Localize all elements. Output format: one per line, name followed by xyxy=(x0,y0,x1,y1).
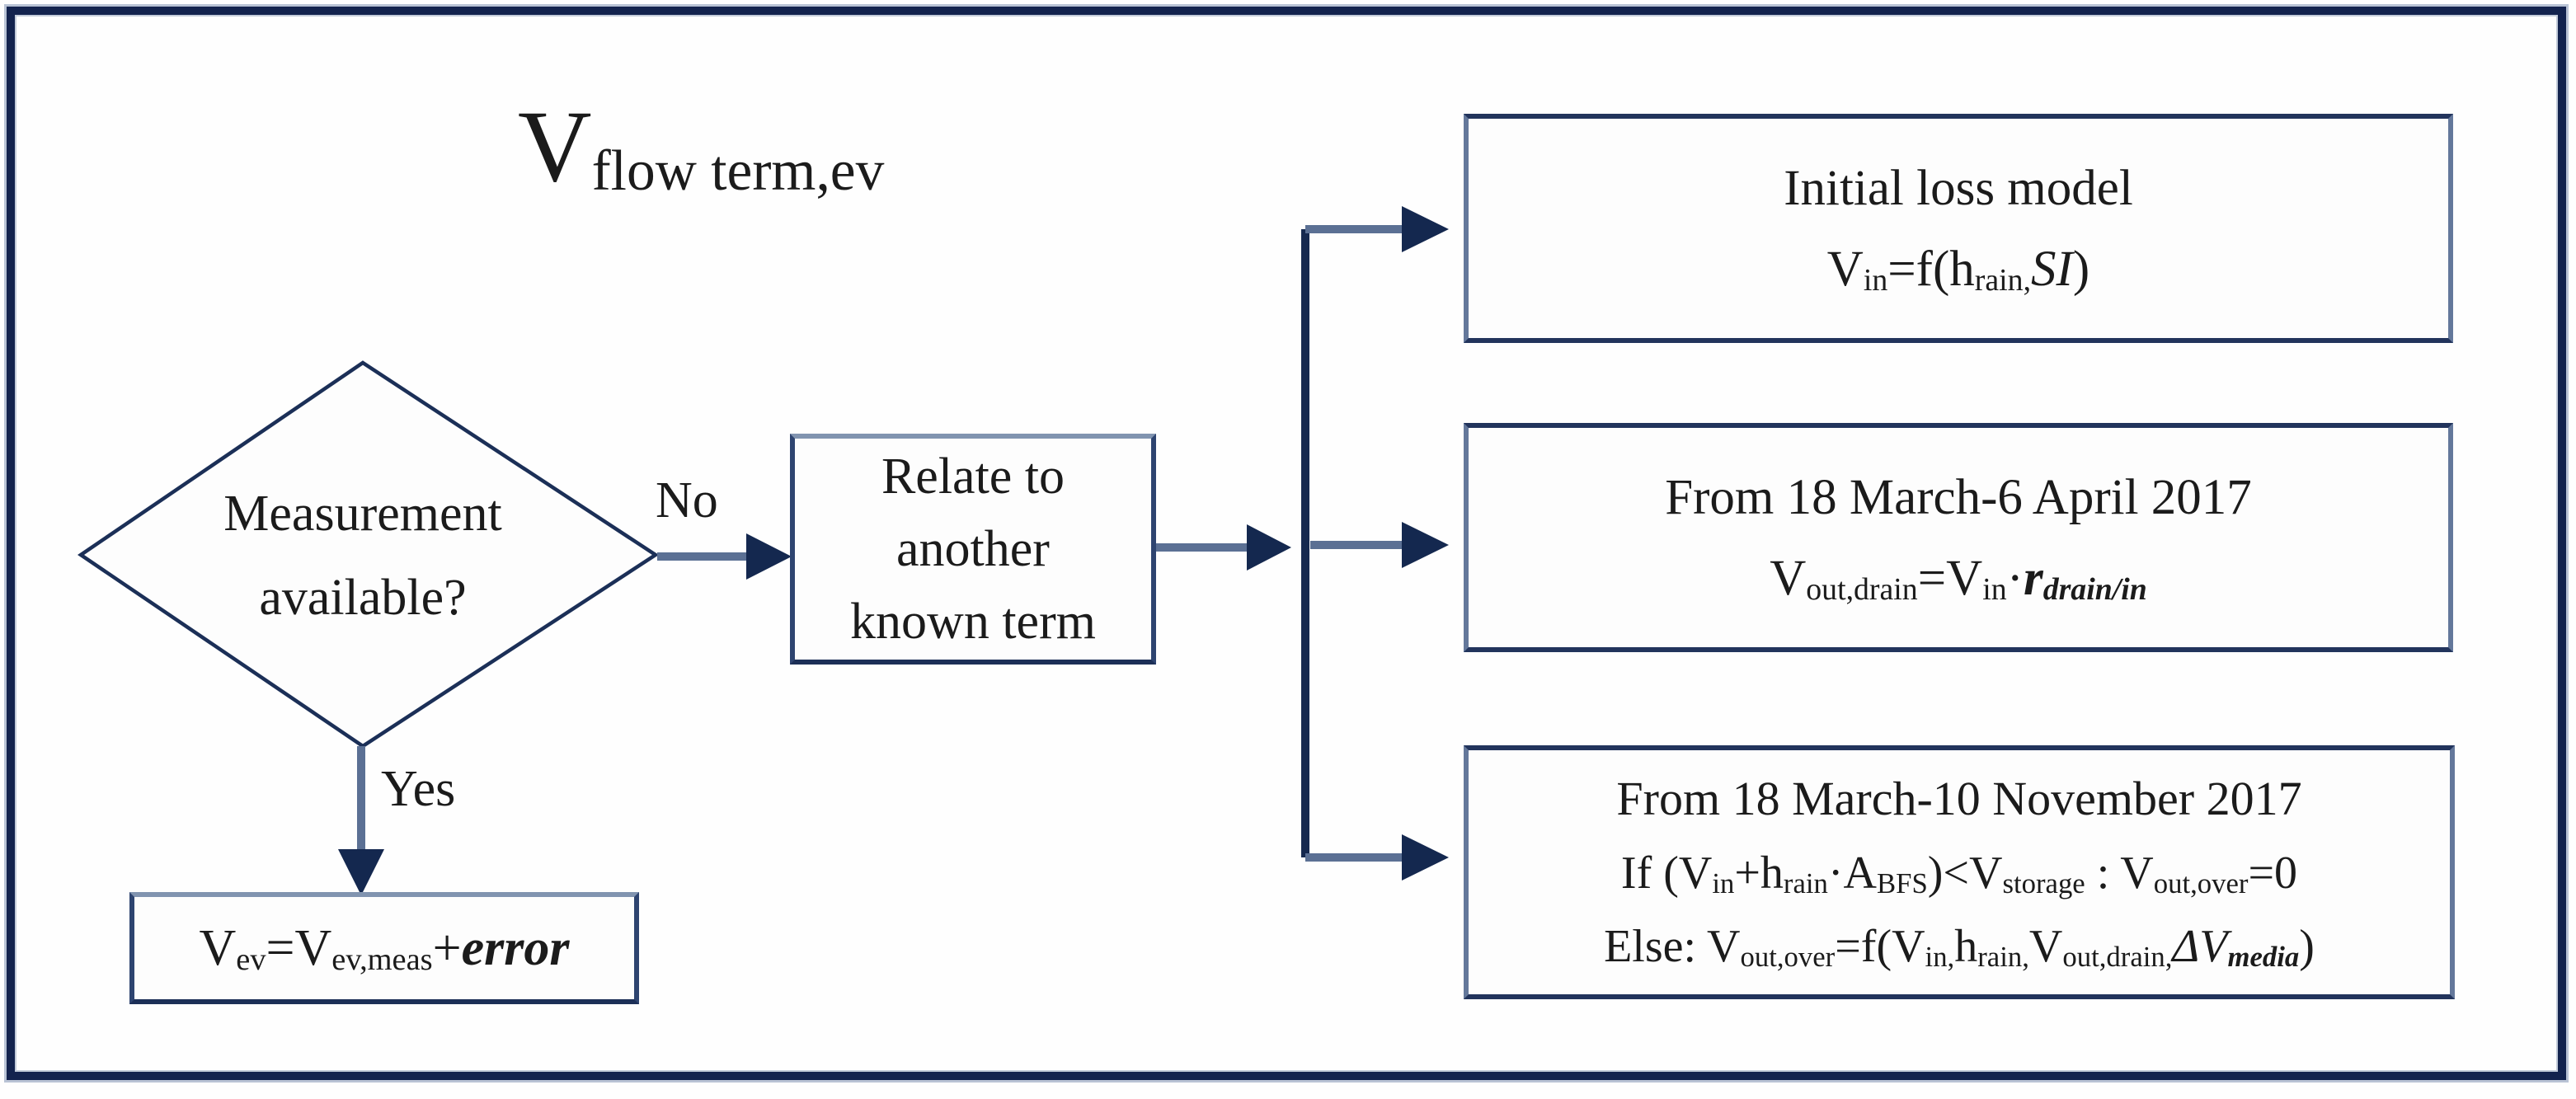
overflow-period-box: From 18 March-10 November 2017 If (Vin+h… xyxy=(1464,745,2455,999)
diagram-title: Vflow term,ev xyxy=(518,90,885,204)
drain-period-box: From 18 March-6 April 2017 Vout,drain=Vi… xyxy=(1464,423,2453,652)
measured-value-formula: Vev=Vev,meas+error xyxy=(199,920,570,978)
initial-loss-model-title: Initial loss model xyxy=(1784,160,2133,216)
relate-line-1: Relate to xyxy=(881,449,1065,505)
decision-diamond-label: Measurement available? xyxy=(157,460,569,651)
outer-frame xyxy=(7,7,2566,1080)
overflow-if-formula: If (Vin+hrain·ABFS)<Vstorage : Vout,over… xyxy=(1620,848,2298,899)
drain-period-formula: Vout,drain=Vin·rdrain/in xyxy=(1770,550,2147,607)
no-edge-label: No xyxy=(656,472,718,528)
relate-line-3: known term xyxy=(850,594,1096,650)
relate-out-arrow-head xyxy=(1247,524,1291,571)
overflow-period-title: From 18 March-10 November 2017 xyxy=(1616,772,2302,825)
yes-edge-label: Yes xyxy=(381,761,456,817)
overflow-else-formula: Else: Vout,over=f(Vin,hrain,Vout,drain,Δ… xyxy=(1604,921,2315,973)
no-arrow-head xyxy=(746,533,792,580)
decision-line-1: Measurement xyxy=(223,486,502,542)
initial-loss-model-formula: Vin=f(hrain,SI) xyxy=(1826,241,2090,298)
branch-top-head xyxy=(1402,206,1449,252)
measured-value-box: Vev=Vev,meas+error xyxy=(129,892,639,1004)
branch-middle-head xyxy=(1402,522,1449,568)
initial-loss-model-box: Initial loss model Vin=f(hrain,SI) xyxy=(1464,114,2453,343)
branch-bottom-head xyxy=(1402,834,1449,881)
decision-line-2: available? xyxy=(259,570,467,626)
drain-period-title: From 18 March-6 April 2017 xyxy=(1665,469,2252,525)
yes-arrow-head xyxy=(338,849,384,895)
relate-line-2: another xyxy=(896,521,1050,577)
relate-to-box: Relate to another known term xyxy=(790,434,1156,665)
